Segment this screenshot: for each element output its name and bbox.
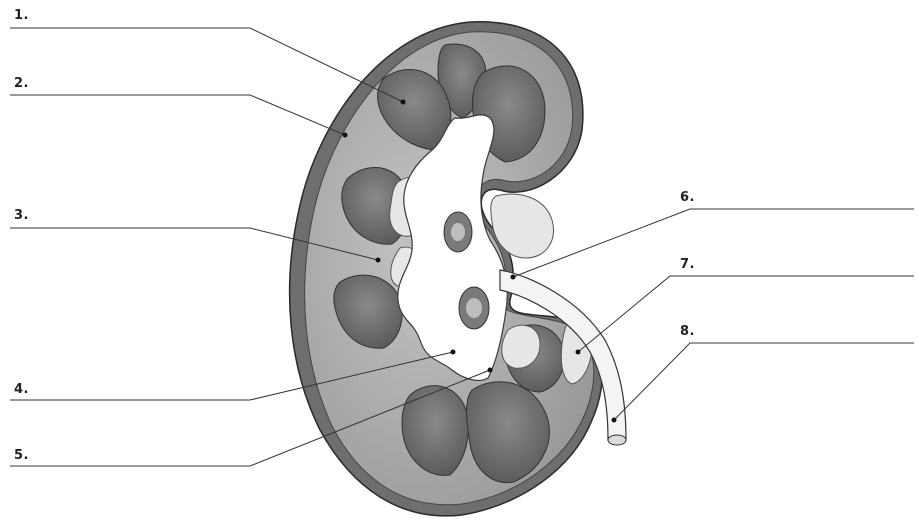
pointer-dot-2: [343, 133, 348, 138]
label-1: 1.: [14, 8, 29, 23]
leader-line-6: [513, 209, 914, 277]
label-6: 6.: [680, 190, 695, 205]
leader-line-8: [614, 343, 914, 420]
label-2: 2.: [14, 76, 29, 91]
label-3: 3.: [14, 208, 29, 223]
pointer-dot-6: [511, 275, 516, 280]
pointer-dot-4: [451, 350, 456, 355]
pointer-dot-1: [401, 100, 406, 105]
pointer-dot-5: [488, 368, 493, 373]
pointer-dot-7: [576, 350, 581, 355]
label-4: 4.: [14, 382, 29, 397]
leader-line-1: [10, 28, 403, 102]
label-8: 8.: [680, 324, 695, 339]
label-5: 5.: [14, 448, 29, 463]
pointer-dot-8: [612, 418, 617, 423]
leader-line-2: [10, 95, 345, 135]
pointer-dot-3: [376, 258, 381, 263]
label-7: 7.: [680, 257, 695, 272]
leader-line-7: [578, 276, 914, 352]
